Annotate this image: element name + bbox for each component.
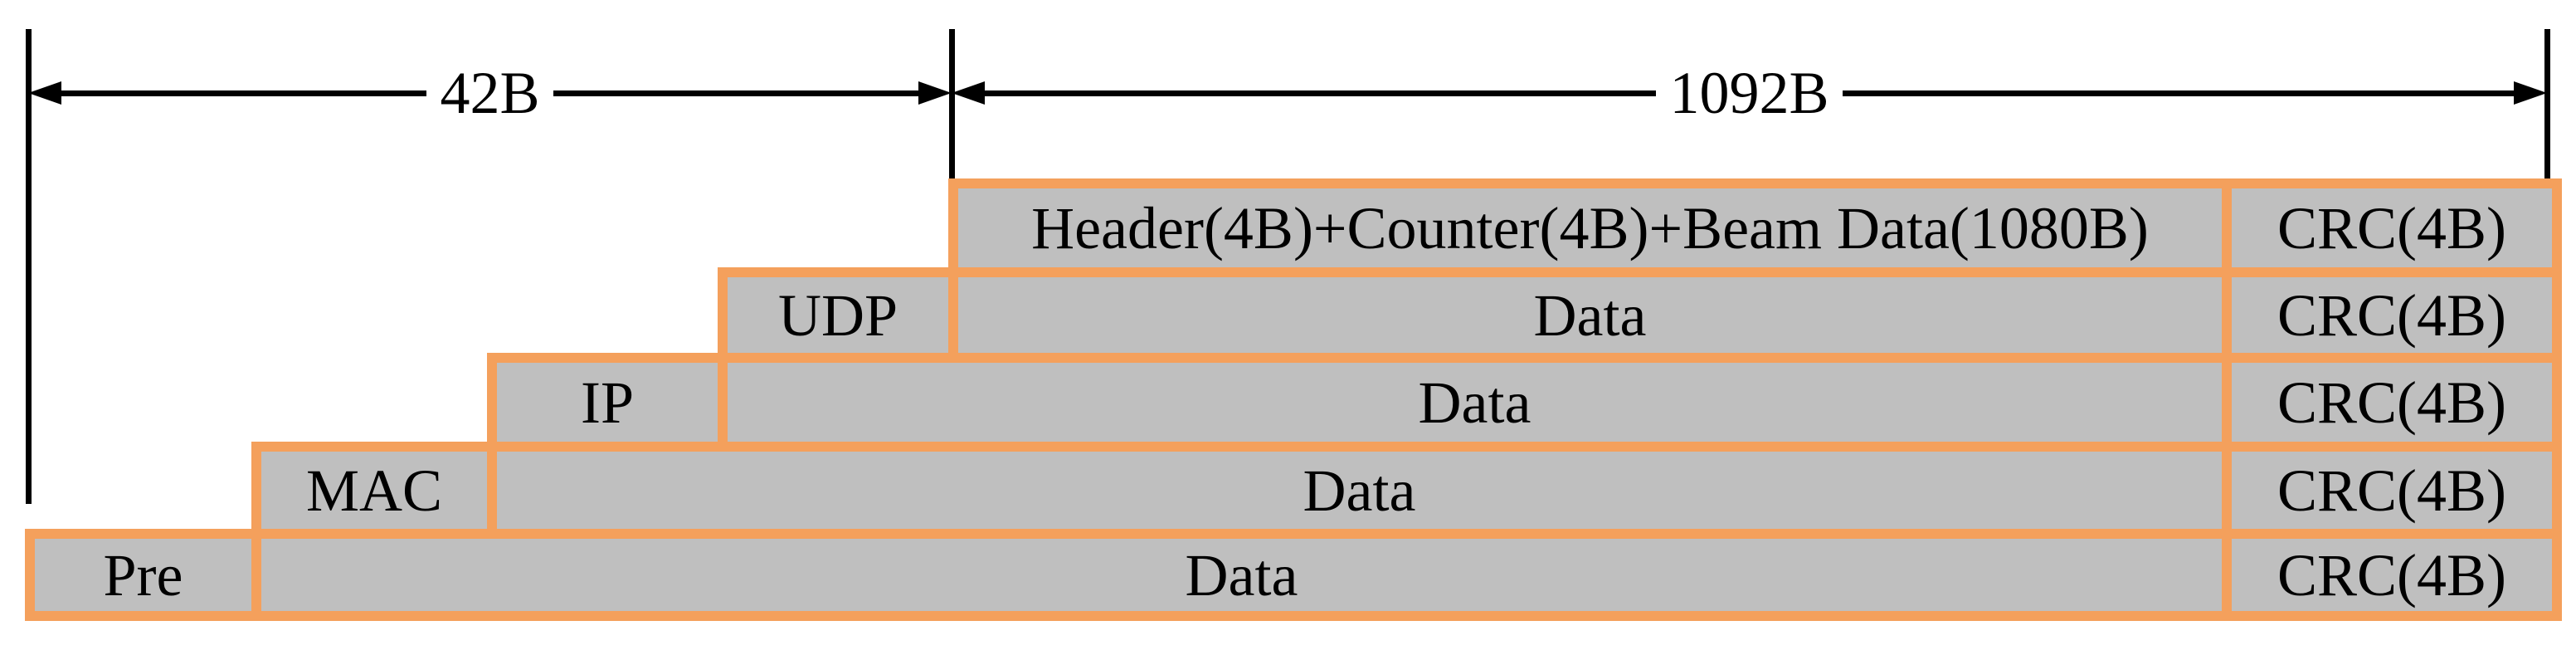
- crc-cell: CRC(4B): [2222, 178, 2562, 277]
- arrow-right-icon: [918, 81, 952, 105]
- payload-cell: Header(4B)+Counter(4B)+Beam Data(1080B): [948, 178, 2232, 277]
- pre-data-cell: Data: [251, 529, 2232, 621]
- udp-header-cell: UDP: [718, 267, 958, 363]
- dimension-extension-line-left: [26, 29, 32, 504]
- dimension-line-segment: [985, 90, 1657, 96]
- ip-header-cell: IP: [487, 353, 728, 452]
- arrow-left-icon: [28, 81, 61, 105]
- mac-header-cell: MAC: [251, 442, 497, 539]
- crc-cell: CRC(4B): [2222, 529, 2562, 621]
- crc-cell: CRC(4B): [2222, 267, 2562, 363]
- pre-header-cell: Pre: [25, 529, 261, 621]
- dimension-1092b: 1092B: [952, 63, 2547, 123]
- dimension-extension-line-right: [2544, 29, 2550, 193]
- dimension-line-segment: [1842, 90, 2514, 96]
- dimension-line-segment: [553, 90, 918, 96]
- dimension-42b: 42B: [28, 63, 952, 123]
- arrow-right-icon: [2514, 81, 2547, 105]
- arrow-left-icon: [952, 81, 985, 105]
- dimension-label-1092b: 1092B: [1669, 60, 1829, 126]
- udp-data-cell: Data: [948, 267, 2232, 363]
- mac-data-cell: Data: [487, 442, 2232, 539]
- crc-cell: CRC(4B): [2222, 442, 2562, 539]
- dimension-line-segment: [61, 90, 427, 96]
- crc-cell: CRC(4B): [2222, 353, 2562, 452]
- dimension-extension-line-middle: [949, 29, 955, 198]
- ip-data-cell: Data: [718, 353, 2232, 452]
- dimension-label-42b: 42B: [440, 60, 540, 126]
